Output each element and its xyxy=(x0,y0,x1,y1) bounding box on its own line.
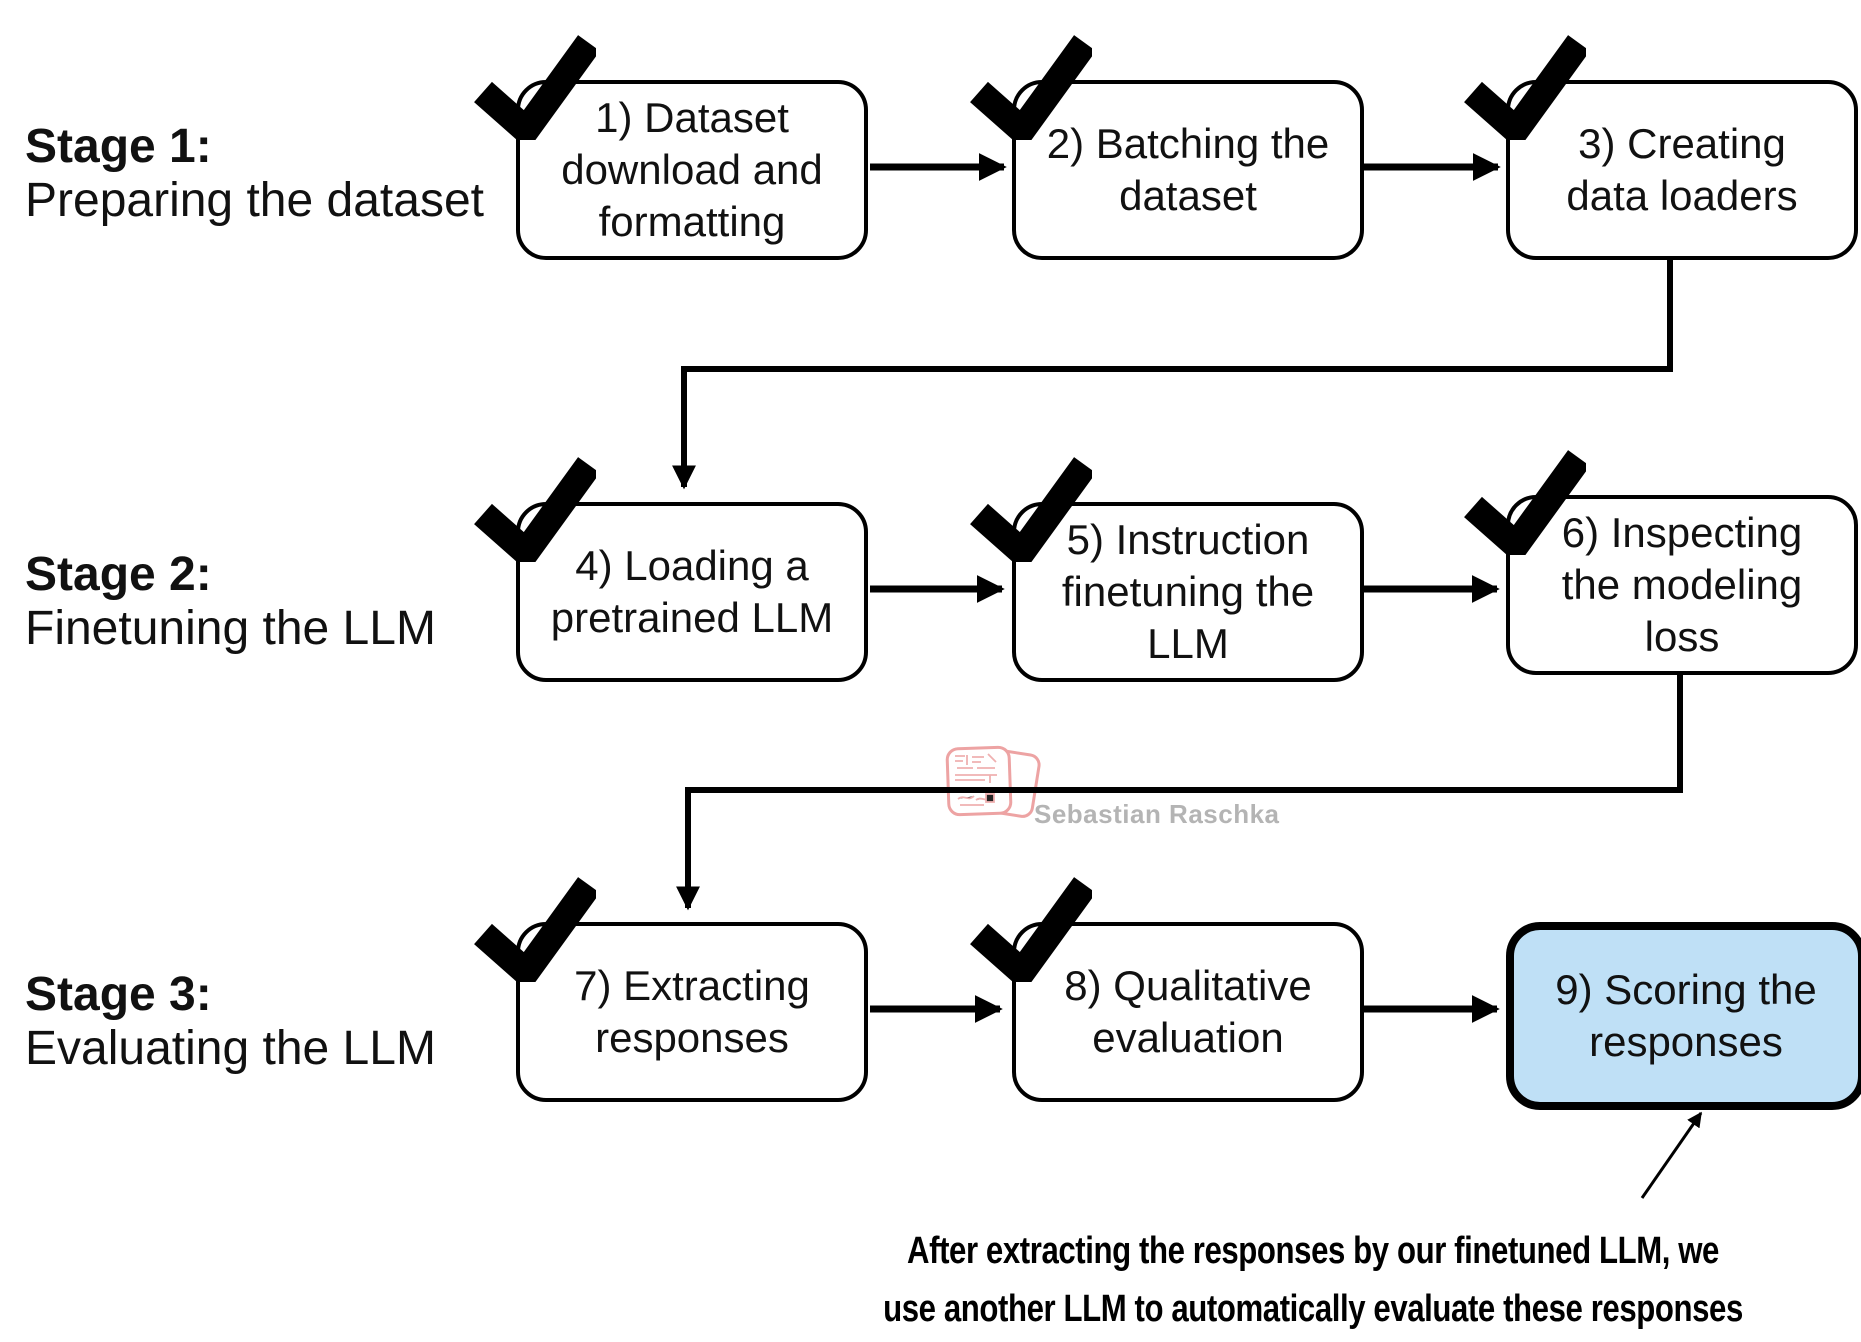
step-label: 6) Inspecting the modeling loss xyxy=(1561,509,1803,660)
step-box-9: 9) Scoring the responses xyxy=(1506,922,1861,1110)
step-label: 8) Qualitative evaluation xyxy=(1064,962,1312,1061)
stamp-logo-icon xyxy=(945,745,1041,818)
stage-3-subtitle: Evaluating the LLM xyxy=(25,1022,436,1075)
step-box-3: 3) Creating data loaders xyxy=(1464,35,1858,260)
step-box-2: 2) Batching the dataset xyxy=(970,35,1364,260)
step-label: 3) Creating data loaders xyxy=(1566,120,1798,219)
checkmark-icon xyxy=(474,877,596,982)
step-label: 4) Loading a pretrained LLM xyxy=(550,542,834,641)
step-box-1: 1) Dataset download and formatting xyxy=(474,35,868,260)
annotation-line-2: use another LLM to automatically evaluat… xyxy=(883,1288,1743,1330)
checkmark-icon xyxy=(474,457,596,562)
annotation-line-1: After extracting the responses by our fi… xyxy=(907,1230,1719,1272)
checkmark-icon xyxy=(1464,450,1586,555)
step-box-5: 5) Instruction finetuning the LLM xyxy=(970,457,1364,682)
stage-3-label: Stage 3: Evaluating the LLM xyxy=(25,968,436,1076)
step-box-6: 6) Inspecting the modeling loss xyxy=(1464,450,1858,675)
checkmark-icon xyxy=(970,35,1092,140)
checkmark-icon xyxy=(474,35,596,140)
stage-2-label: Stage 2: Finetuning the LLM xyxy=(25,548,436,656)
step-label: 9) Scoring the responses xyxy=(1555,966,1817,1065)
stage-2-title: Stage 2: xyxy=(25,548,212,601)
watermark-author: Sebastian Raschka xyxy=(1034,799,1280,829)
stage-3-title: Stage 3: xyxy=(25,968,212,1021)
checkmark-icon xyxy=(1464,35,1586,140)
step-box-4: 4) Loading a pretrained LLM xyxy=(474,457,868,682)
step-label: 5) Instruction finetuning the LLM xyxy=(1061,516,1315,667)
arrow-step6-step7 xyxy=(676,674,1683,911)
step-label: 1) Dataset download and formatting xyxy=(561,94,823,245)
step-label: 7) Extracting responses xyxy=(574,962,810,1061)
step-box-7: 7) Extracting responses xyxy=(474,877,868,1102)
checkmark-icon xyxy=(970,457,1092,562)
checkmark-icon xyxy=(970,877,1092,982)
annotation-text: After extracting the responses by our fi… xyxy=(862,1222,1764,1338)
stage-1-subtitle: Preparing the dataset xyxy=(25,174,484,227)
stage-2-subtitle: Finetuning the LLM xyxy=(25,602,436,655)
stage-1-label: Stage 1: Preparing the dataset xyxy=(25,120,484,228)
stage-1-title: Stage 1: xyxy=(25,120,212,173)
step-label: 2) Batching the dataset xyxy=(1046,120,1330,219)
annotation-arrow xyxy=(1640,1111,1703,1199)
step-box-8: 8) Qualitative evaluation xyxy=(970,877,1364,1102)
